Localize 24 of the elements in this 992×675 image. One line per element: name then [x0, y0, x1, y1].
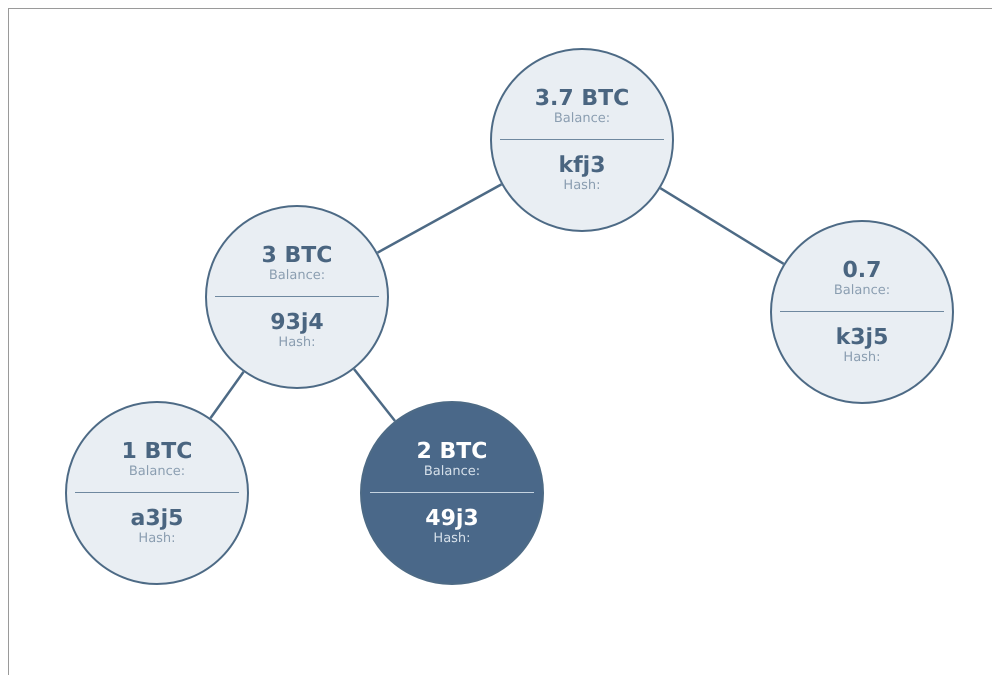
hash-value: a3j5: [130, 506, 184, 531]
balance-value: 3.7 BTC: [534, 86, 630, 111]
hash-value: 93j4: [270, 310, 324, 335]
hash-value: 49j3: [425, 506, 479, 531]
connector-line: [209, 371, 245, 419]
connector-line: [376, 183, 502, 254]
balance-value: 3 BTC: [262, 244, 332, 268]
connector-line: [353, 368, 396, 422]
balance-value: 2 BTC: [416, 440, 488, 464]
balance-label: Balance:: [424, 464, 480, 480]
hash-value: k3j5: [836, 326, 888, 350]
hash-label: Hash:: [563, 178, 601, 194]
balance-value: 0.7: [842, 258, 882, 283]
balance-label: Balance:: [268, 268, 326, 284]
balance-label: Balance:: [128, 464, 186, 480]
balance-label: Balance:: [554, 110, 610, 126]
hash-label: Hash:: [278, 334, 316, 350]
connector-line: [660, 187, 784, 265]
balance-value: 1 BTC: [122, 440, 192, 464]
hash-label: Hash:: [138, 530, 176, 546]
hash-value: kfj3: [558, 154, 606, 178]
hash-label: Hash:: [843, 350, 881, 366]
hash-label: Hash:: [433, 530, 471, 546]
balance-label: Balance:: [834, 282, 890, 298]
